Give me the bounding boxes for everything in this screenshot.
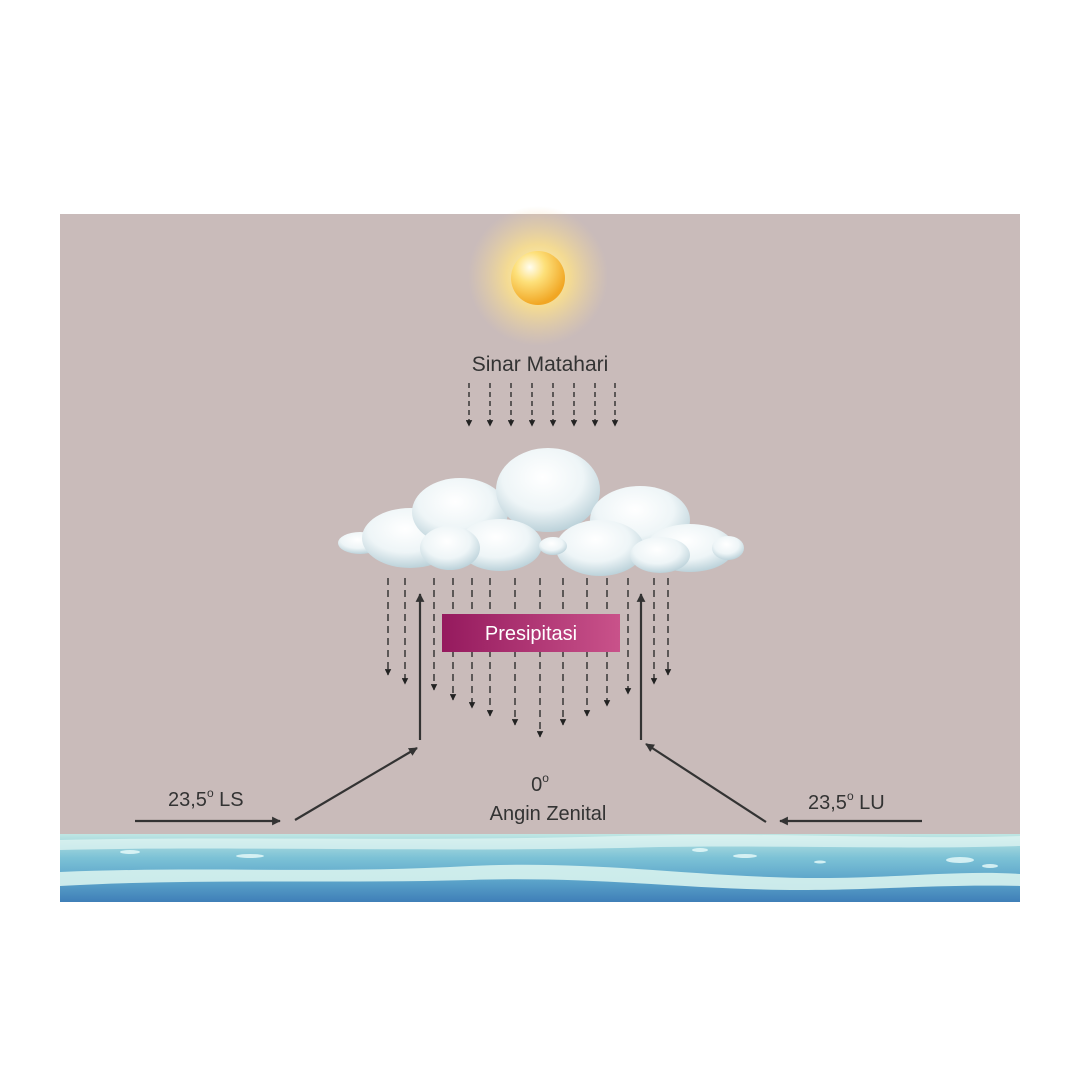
equator-latitude-degree: o [542,771,549,785]
sun-icon [468,206,608,346]
right-latitude-value: 23,5 [808,792,847,814]
precipitation-tag: Presipitasi [442,614,620,652]
right-latitude-degree: o [847,789,854,803]
precipitation-label: Presipitasi [485,623,577,645]
sun-ray-arrows [465,383,619,427]
right-latitude-suffix: LU [854,792,885,814]
sun-rays-label: Sinar Matahari [472,353,609,376]
right-diagonal-wind-arrow [645,743,767,823]
left-latitude-label: 23,5o LS [168,786,244,811]
zenith-wind-label: Angin Zenital [490,803,607,825]
left-latitude-suffix: LS [214,789,244,811]
right-latitude-label: 23,5o LU [808,789,885,814]
water-icon [60,834,1020,902]
equator-latitude-label: 0o [531,771,549,796]
left-latitude-degree: o [207,786,214,800]
left-diagonal-wind-arrow [294,747,418,821]
equator-latitude-value: 0 [531,774,542,796]
wind-arrows [135,593,922,826]
cloud-icon [338,448,744,576]
left-latitude-value: 23,5 [168,789,207,811]
